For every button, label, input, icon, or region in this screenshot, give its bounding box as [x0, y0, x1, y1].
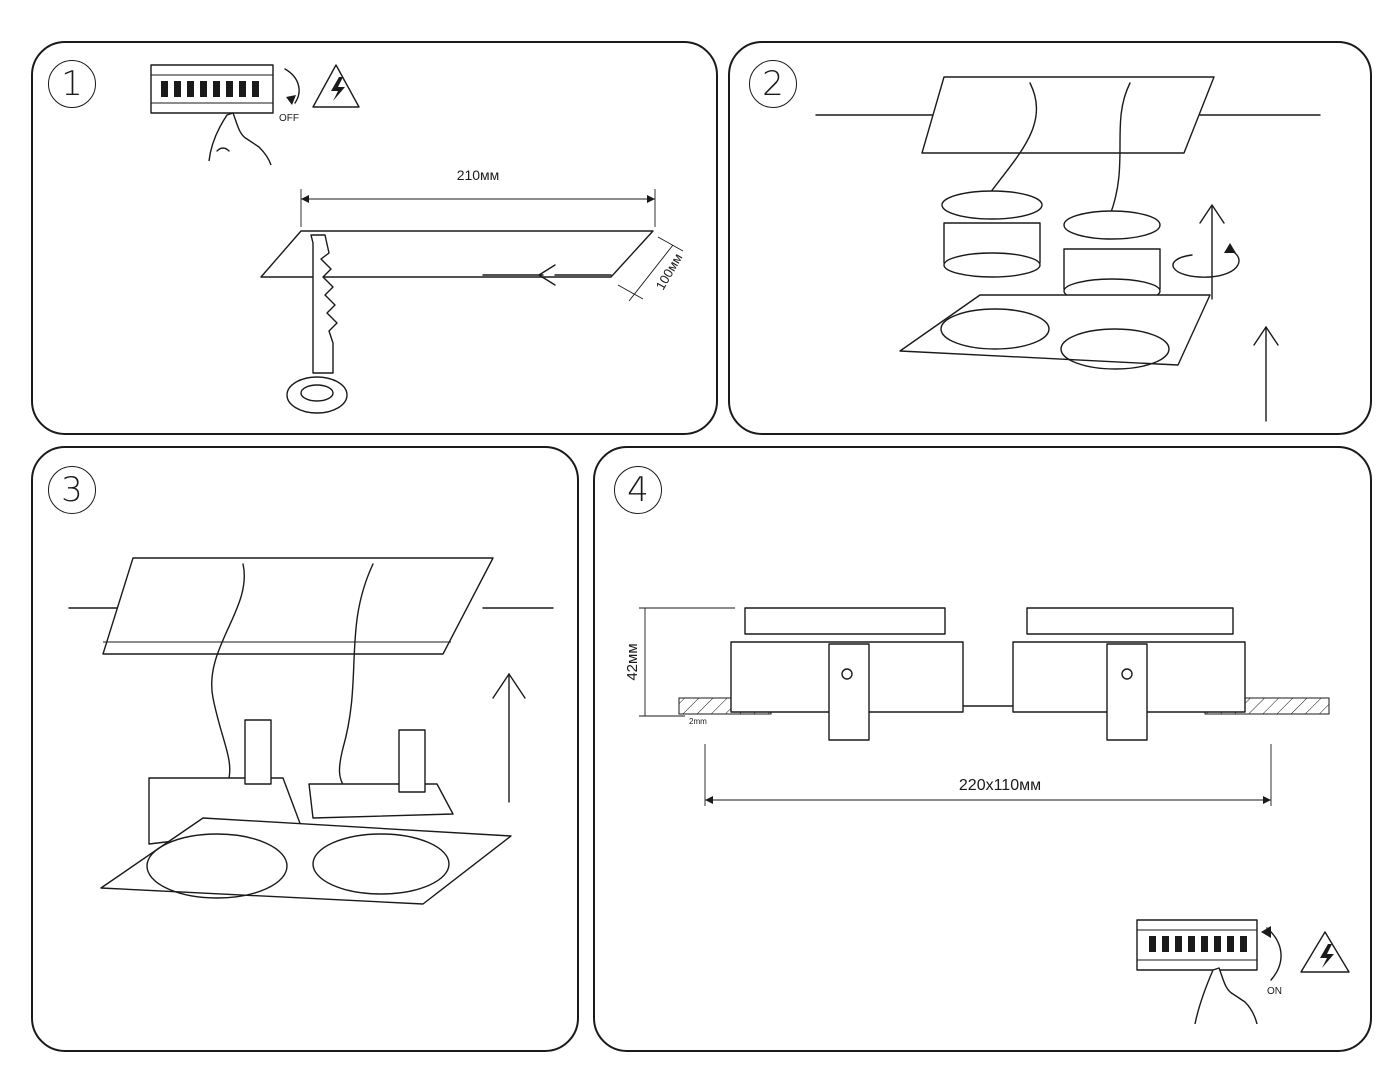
ceiling-plate — [260, 230, 654, 278]
lamp-module-left — [730, 607, 964, 741]
step-4-illustration: 42мм 2mm 220 — [624, 607, 1350, 1025]
ceiling-plate — [921, 76, 1215, 154]
step-3-number: 3 — [48, 466, 96, 514]
step-1-panel: 1 OFF — [31, 41, 718, 435]
lamp-module-right — [1012, 607, 1246, 741]
mount-height-label: 42мм — [624, 643, 641, 680]
step-1-number: 1 — [48, 60, 96, 108]
step-2-illustration — [815, 76, 1321, 422]
ceiling-plate — [102, 557, 494, 655]
step-4-number: 4 — [614, 466, 662, 514]
panel-thickness-label: 2mm — [689, 717, 707, 726]
double-frame — [100, 817, 512, 905]
lamp-socket-left — [941, 190, 1043, 278]
turn-on-arrow — [1261, 926, 1271, 938]
step-2-panel: 2 — [728, 41, 1372, 435]
high-voltage-warning-icon — [1300, 931, 1350, 973]
jigsaw-icon — [286, 234, 348, 414]
step-3-illustration — [68, 557, 554, 905]
hand-icon — [1194, 967, 1258, 1025]
double-frame — [899, 294, 1211, 366]
up-arrow-icon — [492, 673, 526, 803]
step-1-breaker-label: OFF — [279, 113, 299, 124]
circuit-breaker-icon — [1136, 919, 1258, 971]
cut-direction-arrow — [538, 264, 556, 286]
cut-width-label: 210мм — [457, 167, 500, 183]
hand-icon — [208, 112, 272, 166]
high-voltage-warning-icon — [312, 64, 360, 108]
step-3-panel: 3 — [31, 446, 579, 1052]
circuit-breaker-icon — [150, 64, 274, 114]
step-4-panel: 4 42мм 2mm — [593, 446, 1372, 1052]
step-4-breaker-label: ON — [1267, 986, 1282, 997]
lamp-socket-right — [1063, 210, 1161, 304]
rotate-icon — [1172, 243, 1240, 278]
frame-size-label: 220x110мм — [959, 777, 1041, 794]
turn-off-arrow — [286, 95, 296, 105]
cut-height-label: 100мм — [653, 251, 686, 293]
lamp-module-right — [308, 729, 454, 819]
step-1-illustration: OFF 210мм 100мм — [150, 64, 686, 414]
up-arrow-icon — [1199, 204, 1279, 422]
step-2-number: 2 — [749, 60, 797, 108]
